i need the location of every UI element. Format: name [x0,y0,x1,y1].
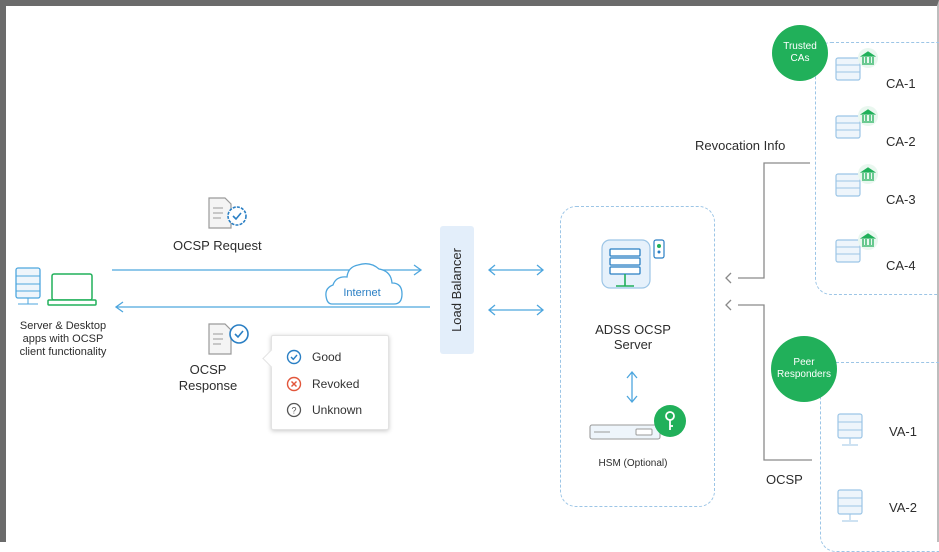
internet-cloud-icon [325,263,403,305]
trusted-cas-badge: Trusted CAs [772,25,828,81]
revocation-connector [725,162,810,284]
ca-2-label: CA-2 [886,134,916,149]
va-1-label: VA-1 [889,424,917,439]
internet-label: Internet [343,287,381,299]
trusted-cas-group [815,42,939,295]
status-good: Good [286,349,341,365]
va-server-icon [837,489,863,522]
ocsp-connector [725,299,812,461]
ca-server-icon [835,48,878,81]
ocsp-label: OCSP [766,472,803,487]
peer-responders-badge: Peer Responders [771,336,837,402]
response-arrowhead [114,301,124,313]
client-label: Server & Desktop apps with OCSP client f… [19,320,107,358]
ca-3-label: CA-3 [886,192,916,207]
server-hsm-arrow [626,370,638,404]
ocsp-request-label: OCSP Request [173,238,262,253]
status-revoked-label: Revoked [312,377,360,391]
ocsp-server-label: ADSS OCSP Server [595,322,671,352]
hsm-label: HSM (Optional) [598,458,668,469]
certificate-request-icon [208,197,247,229]
status-revoked: Revoked [286,376,359,392]
ca-4-label: CA-4 [886,258,916,273]
server-desktop-icon [15,267,97,306]
x-circle-icon [286,376,302,392]
ca-server-icon [835,106,878,139]
status-good-label: Good [312,350,342,364]
lb-server-arrows-bottom [487,304,545,316]
revocation-info-label: Revocation Info [695,138,786,153]
va-2-label: VA-2 [889,500,917,515]
svg-text:?: ? [291,406,296,416]
hsm-icon [589,405,686,440]
ocsp-server-group [560,206,715,507]
va-server-icon [837,413,863,446]
load-balancer-label: Load Balancer [449,248,464,332]
lb-server-arrows-top [487,264,545,276]
check-circle-icon [286,349,302,365]
status-unknown: ? Unknown [286,402,362,418]
ocsp-server-icon [601,239,665,289]
ca-server-icon [835,230,878,263]
certificate-response-icon [208,323,249,355]
load-balancer: Load Balancer [440,226,474,354]
status-unknown-label: Unknown [312,403,363,417]
ca-1-label: CA-1 [886,76,916,91]
request-arrowhead [413,264,423,276]
ocsp-response-label: OCSP Response [178,362,238,393]
ca-server-icon [835,164,878,197]
question-circle-icon: ? [286,402,302,418]
status-popup: Good Revoked ? Unknown [262,335,389,430]
